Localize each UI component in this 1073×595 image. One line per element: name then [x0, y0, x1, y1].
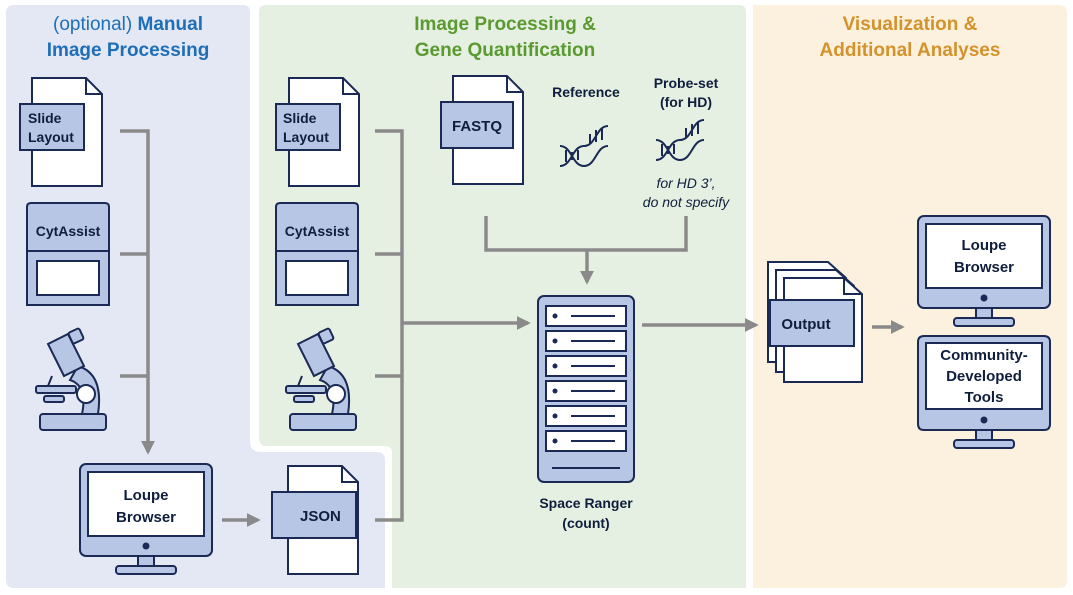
middle-merge-arrows [375, 129, 531, 522]
right-loupe-browser-monitor: Loupe Browser [917, 215, 1051, 327]
left-loupe-label-line2: Browser [116, 509, 176, 526]
right-loupe-label-line1: Loupe [962, 237, 1007, 254]
probe-note-line2: do not specify [643, 194, 730, 210]
probe-set-dna-icon [655, 119, 705, 162]
right-panel-title: Visualization & [843, 14, 978, 35]
right-loupe-label-line2: Browser [954, 259, 1014, 276]
middle-panel-title: Image Processing & [414, 14, 596, 35]
fastq-label: FASTQ [452, 118, 502, 135]
json-label: JSON [300, 508, 341, 525]
reference-label: Reference [552, 84, 620, 100]
left-slide-layout-file: Slide Layout [19, 77, 103, 187]
middle-slide-layout-label-line2: Layout [283, 129, 329, 145]
community-tools-monitor: Community- Developed Tools [917, 335, 1051, 449]
middle-slide-layout-label-line1: Slide [283, 110, 317, 126]
probe-set-label-line2: (for HD) [660, 94, 712, 110]
left-cytassist-label: CytAssist [36, 223, 101, 239]
space-ranger-label-line1: Space Ranger [539, 495, 633, 511]
community-tools-label-line1: Community- [940, 347, 1028, 364]
middle-panel-title-line2: Gene Quantification [415, 40, 596, 61]
left-cytassist-device: CytAssist [26, 202, 110, 306]
probe-set-label-line1: Probe-set [654, 75, 719, 91]
community-tools-label-line2: Developed [946, 368, 1022, 385]
left-loupe-label-line1: Loupe [124, 487, 169, 504]
fastq-file: FASTQ [440, 75, 524, 185]
left-panel-title-line2: Image Processing [47, 40, 210, 61]
inputs-to-space-ranger-arrows [484, 216, 688, 285]
left-loupe-browser-monitor: Loupe Browser [79, 463, 213, 575]
middle-cytassist-device: CytAssist [275, 202, 359, 306]
json-file: JSON [271, 465, 359, 575]
probe-note-line1: for HD 3’, [656, 175, 715, 191]
left-panel-title: (optional) Manual [53, 14, 203, 35]
output-label: Output [781, 316, 830, 333]
left-slide-layout-label-line1: Slide [28, 110, 62, 126]
community-tools-label-line3: Tools [965, 389, 1004, 406]
space-ranger-label-line2: (count) [562, 515, 609, 531]
middle-slide-layout-file: Slide Layout [275, 77, 360, 187]
left-merge-arrows [120, 129, 155, 455]
left-slide-layout-label-line2: Layout [28, 129, 74, 145]
right-panel-title-line2: Additional Analyses [820, 40, 1001, 61]
output-files-stack: Output [767, 261, 863, 383]
middle-cytassist-label: CytAssist [285, 223, 350, 239]
space-ranger-server-icon [537, 295, 635, 483]
